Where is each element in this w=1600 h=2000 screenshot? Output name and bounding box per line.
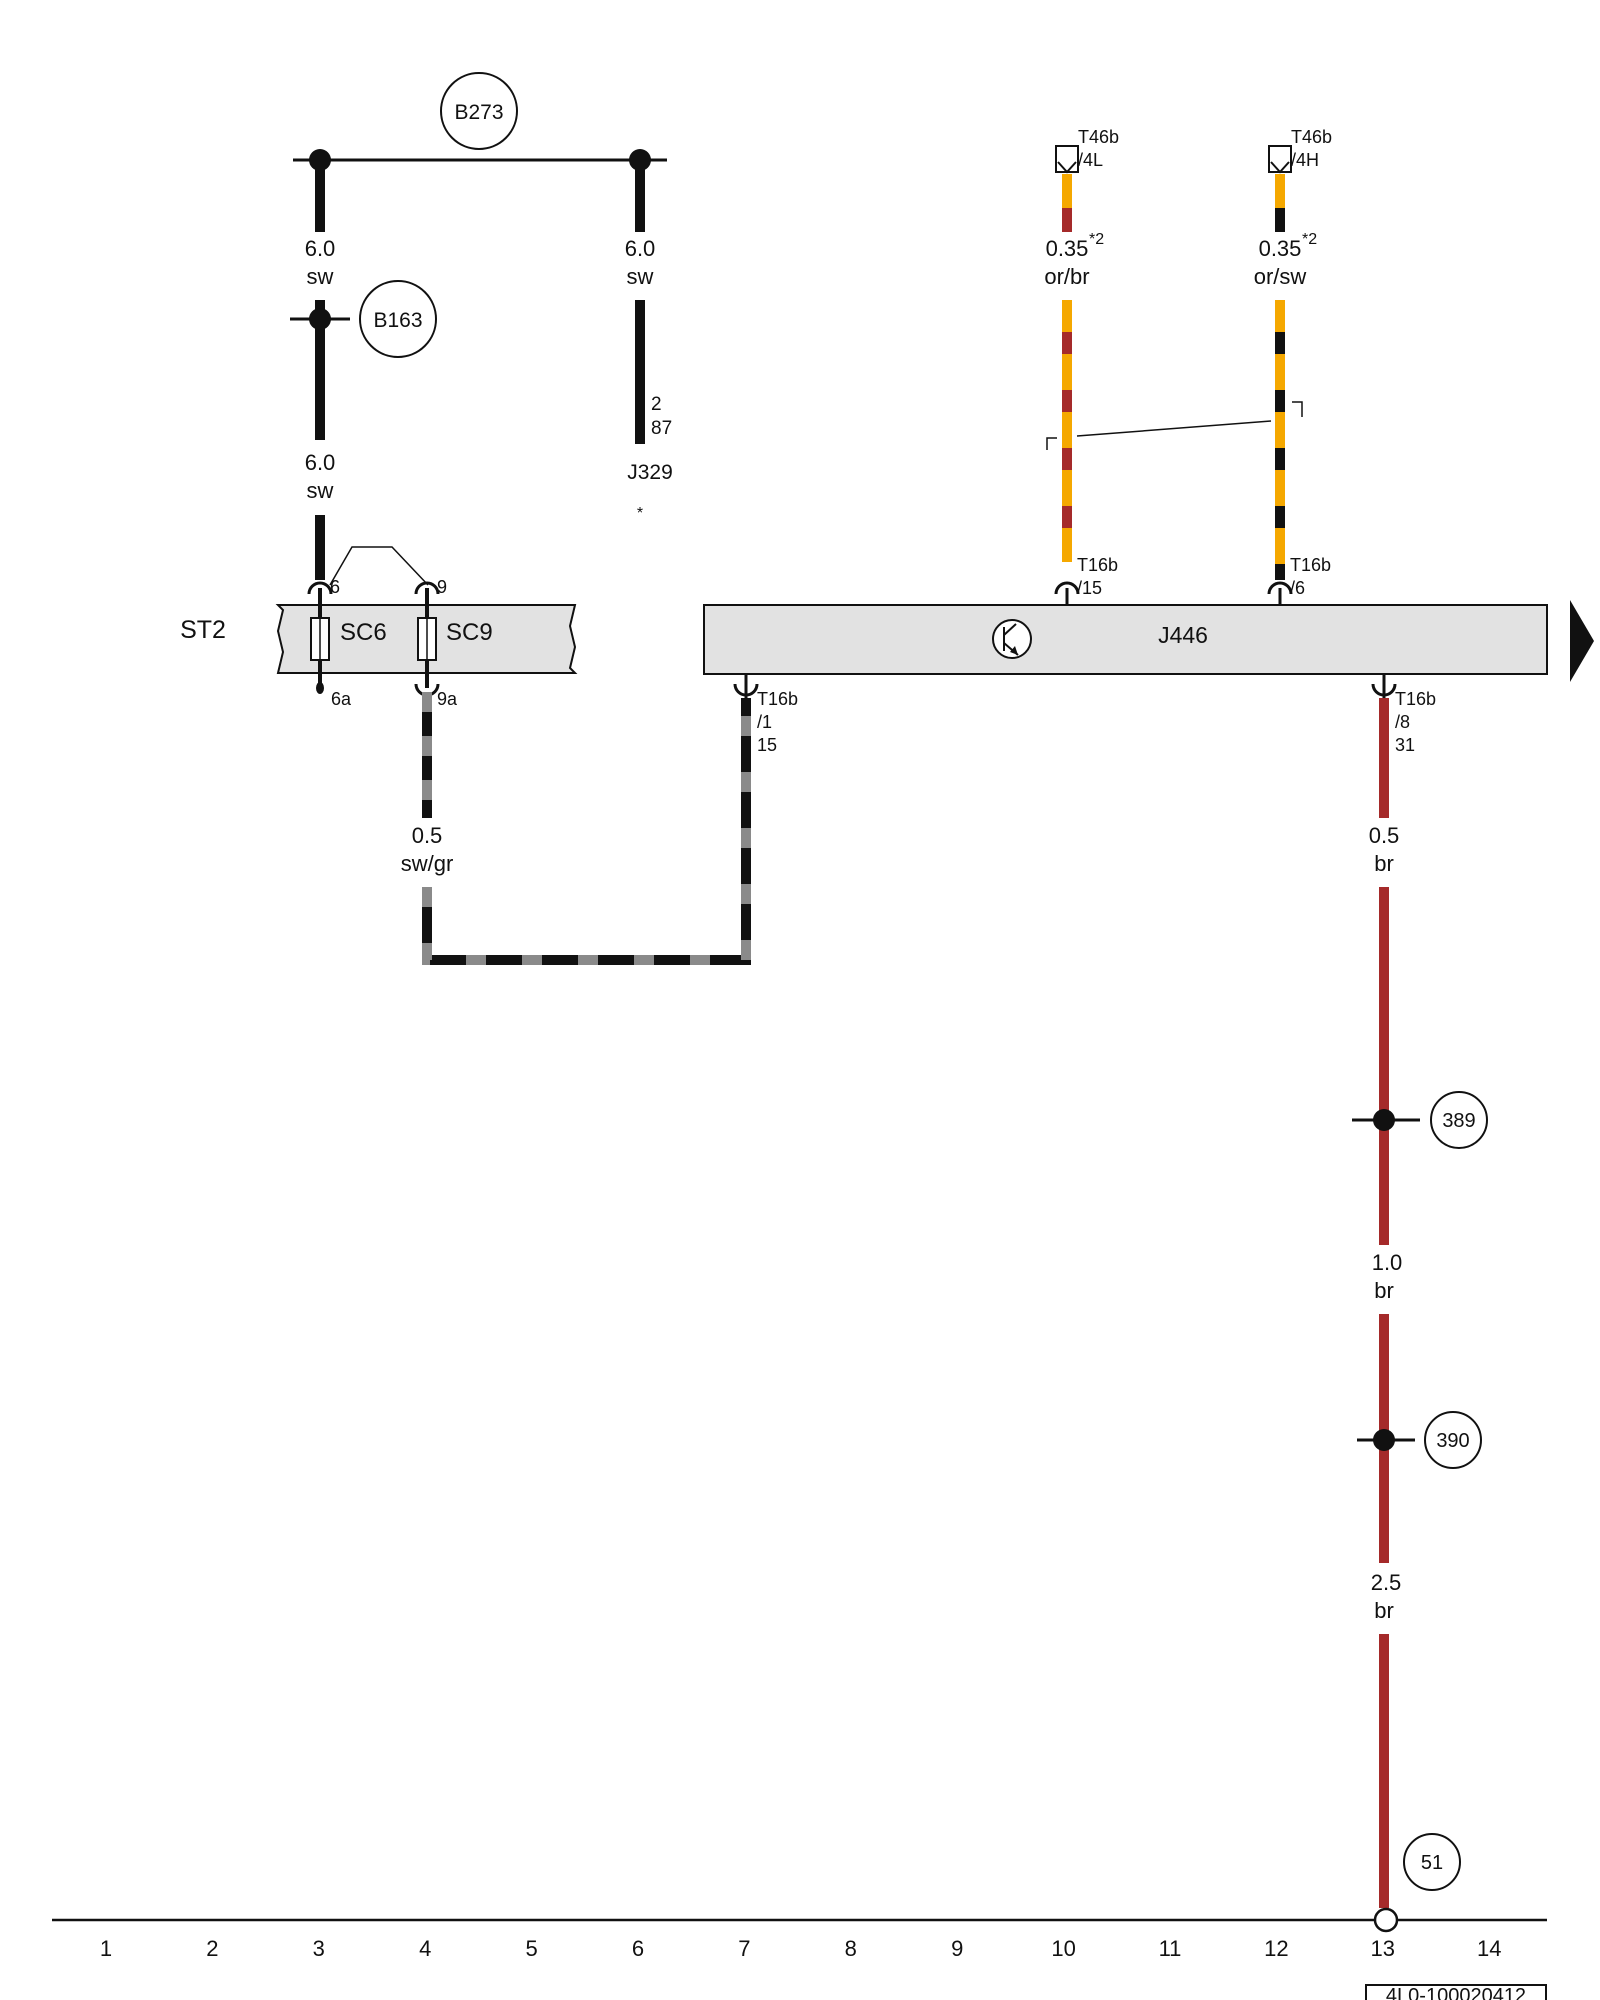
doc-id-box: 4L0-100020412 [1365,1984,1547,2000]
j446-label: J446 [1158,622,1208,648]
wire-br-ground: T16b /8 31 0.5 br 389 1.0 br 390 2.5 br … [1352,674,1488,1908]
st2-pin-label: 9a [437,689,458,709]
continuation-arrow-icon [1570,600,1594,682]
wire-size-label: 0.5 [412,823,443,848]
wire-size-label: 2.5 [1371,1570,1402,1595]
wire-color-label: or/sw [1254,264,1307,289]
connector-pin-label: /1 [757,712,772,732]
wire-size-label: 6.0 [305,236,336,261]
connector-pin-label: /4L [1078,150,1103,170]
wire-size-label: 0.35 [1046,236,1089,261]
j329-note: * [637,505,643,522]
j329-pin-label: 2 [651,394,662,415]
connector-label: T16b [1290,555,1331,575]
wire-color-label: sw [307,478,334,503]
b273-label: B273 [454,101,503,124]
grid-number-2: 2 [206,1936,218,1961]
wire-sw-gr: 0.5 sw/gr T16b /1 15 [401,674,798,965]
grid-number-14: 14 [1477,1936,1501,1961]
grid-number-12: 12 [1264,1936,1288,1961]
wire-color-label: sw [627,264,654,289]
wire-size-label: 1.0 [1372,1250,1403,1275]
wire-note: *2 [1302,231,1317,248]
grid-number-8: 8 [845,1936,857,1961]
twisted-pair-shield [1046,401,1303,450]
doc-id: 4L0-100020412 [1386,1985,1526,2000]
wire-color-label: sw/gr [401,851,454,876]
wire-size-label: 0.35 [1259,236,1302,261]
grid-number-3: 3 [313,1936,325,1961]
connector-label: T46b [1291,127,1332,147]
wire-color-label: br [1374,1598,1394,1623]
wire-or-br: T46b /4L 0.35 *2 or/br T16b /15 [1044,127,1119,606]
wire-or-sw: T46b /4H 0.35 *2 or/sw T16b /6 [1254,127,1332,606]
st2-pin-label: 9 [437,577,447,597]
j446-module: J446 [703,600,1594,682]
wire-sw-right: 6.0 sw 2 87 J329 * [625,160,673,522]
j329-label: J329 [627,461,673,484]
b163-label: B163 [373,309,422,332]
grid-number-13: 13 [1371,1936,1395,1961]
wire-size-label: 6.0 [625,236,656,261]
b273-splice: B273 [293,72,667,171]
ground-rail [52,1907,1547,1933]
wire-color-label: or/br [1044,264,1089,289]
ground-point-label: 51 [1421,1852,1443,1874]
grid-number-7: 7 [738,1936,750,1961]
wire-color-label: br [1374,1278,1394,1303]
grid-number-1: 1 [100,1936,112,1961]
grid-number-5: 5 [525,1936,537,1961]
wire-size-label: 0.5 [1369,823,1400,848]
fuse-sc9-label: SC9 [446,619,493,646]
terminal-label: 31 [1395,735,1415,755]
grid-number-6: 6 [632,1936,644,1961]
st2-fuse-holder: ST2 6 9 SC6 6a SC9 9a [180,546,578,709]
grid-number-9: 9 [951,1936,963,1961]
connector-pin-label: /4H [1291,150,1319,170]
transistor-icon [992,619,1032,659]
st2-pin-label: 6 [330,577,340,597]
terminal-label: 15 [757,735,777,755]
grid-number-4: 4 [419,1936,431,1961]
st2-pin-label: 6a [331,689,352,709]
wire-color-label: sw [307,264,334,289]
st2-label: ST2 [180,616,226,644]
connector-label: T16b [757,689,798,709]
wire-sw-left: 6.0 sw B163 6.0 sw [290,160,437,580]
ground-point-label: 390 [1436,1430,1469,1452]
connector-pin-label: /15 [1077,578,1102,598]
j329-pin-label: 87 [651,418,672,439]
wire-note: *2 [1089,231,1104,248]
grid-number-11: 11 [1159,1936,1182,1961]
ground-point-label: 389 [1442,1110,1475,1132]
connector-label: T46b [1078,127,1119,147]
connector-label: T16b [1077,555,1118,575]
wire-color-label: br [1374,851,1394,876]
wire-size-label: 6.0 [305,450,336,475]
connector-pin-label: /6 [1290,578,1305,598]
grid-number-10: 10 [1051,1936,1075,1961]
connector-pin-label: /8 [1395,712,1410,732]
fuse-sc6-label: SC6 [340,619,387,646]
connector-label: T16b [1395,689,1436,709]
